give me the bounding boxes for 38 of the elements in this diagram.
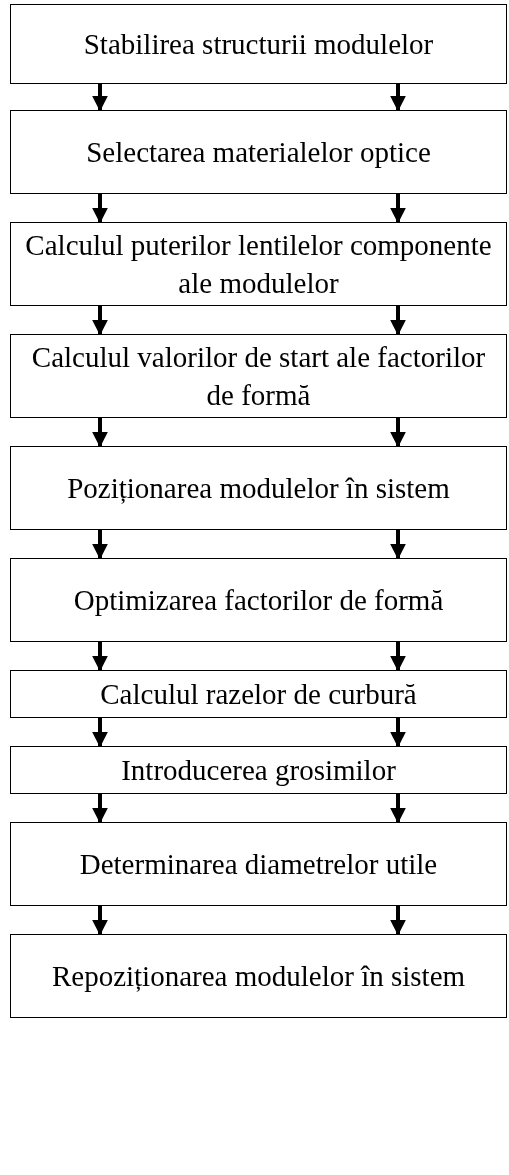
arrow: [390, 794, 406, 824]
step-label: Determinarea diametrelor utile: [79, 847, 438, 882]
arrow: [92, 794, 108, 824]
arrow: [390, 642, 406, 672]
arrow: [92, 530, 108, 560]
step-label: Optimizarea factorilor de formă: [73, 583, 444, 618]
step-label: Stabilirea structurii modulelor: [83, 27, 434, 62]
arrow: [390, 906, 406, 936]
step-label: Selectarea materialelor optice: [86, 135, 431, 170]
process-box: [10, 446, 507, 530]
arrow: [92, 906, 108, 936]
step-label: Calculul razelor de curbură: [100, 677, 417, 712]
step-label: Introducerea grosimilor: [121, 753, 396, 788]
arrow: [92, 194, 108, 224]
arrow: [390, 418, 406, 448]
arrow: [390, 194, 406, 224]
arrow: [92, 84, 108, 112]
arrow: [92, 306, 108, 336]
process-box: [10, 822, 507, 906]
step-label: Calculul puterilor lentilelor componente ale modulelor: [24, 228, 493, 301]
step-label: Repoziționarea modulelor în sistem: [51, 959, 466, 994]
arrow: [92, 718, 108, 748]
arrow: [390, 530, 406, 560]
process-box: [10, 746, 507, 794]
process-box: [10, 4, 507, 84]
step-label: Poziționarea modulelor în sistem: [67, 471, 450, 506]
arrow: [390, 306, 406, 336]
process-box: [10, 110, 507, 194]
process-box: [10, 934, 507, 1018]
process-box: [10, 222, 507, 306]
arrow: [92, 418, 108, 448]
arrow: [92, 642, 108, 672]
process-box: [10, 670, 507, 718]
step-label: Calculul valorilor de start ale factorilor de formă: [30, 340, 487, 413]
arrow: [390, 84, 406, 112]
process-box: [10, 558, 507, 642]
process-box: [10, 334, 507, 418]
arrow: [390, 718, 406, 748]
